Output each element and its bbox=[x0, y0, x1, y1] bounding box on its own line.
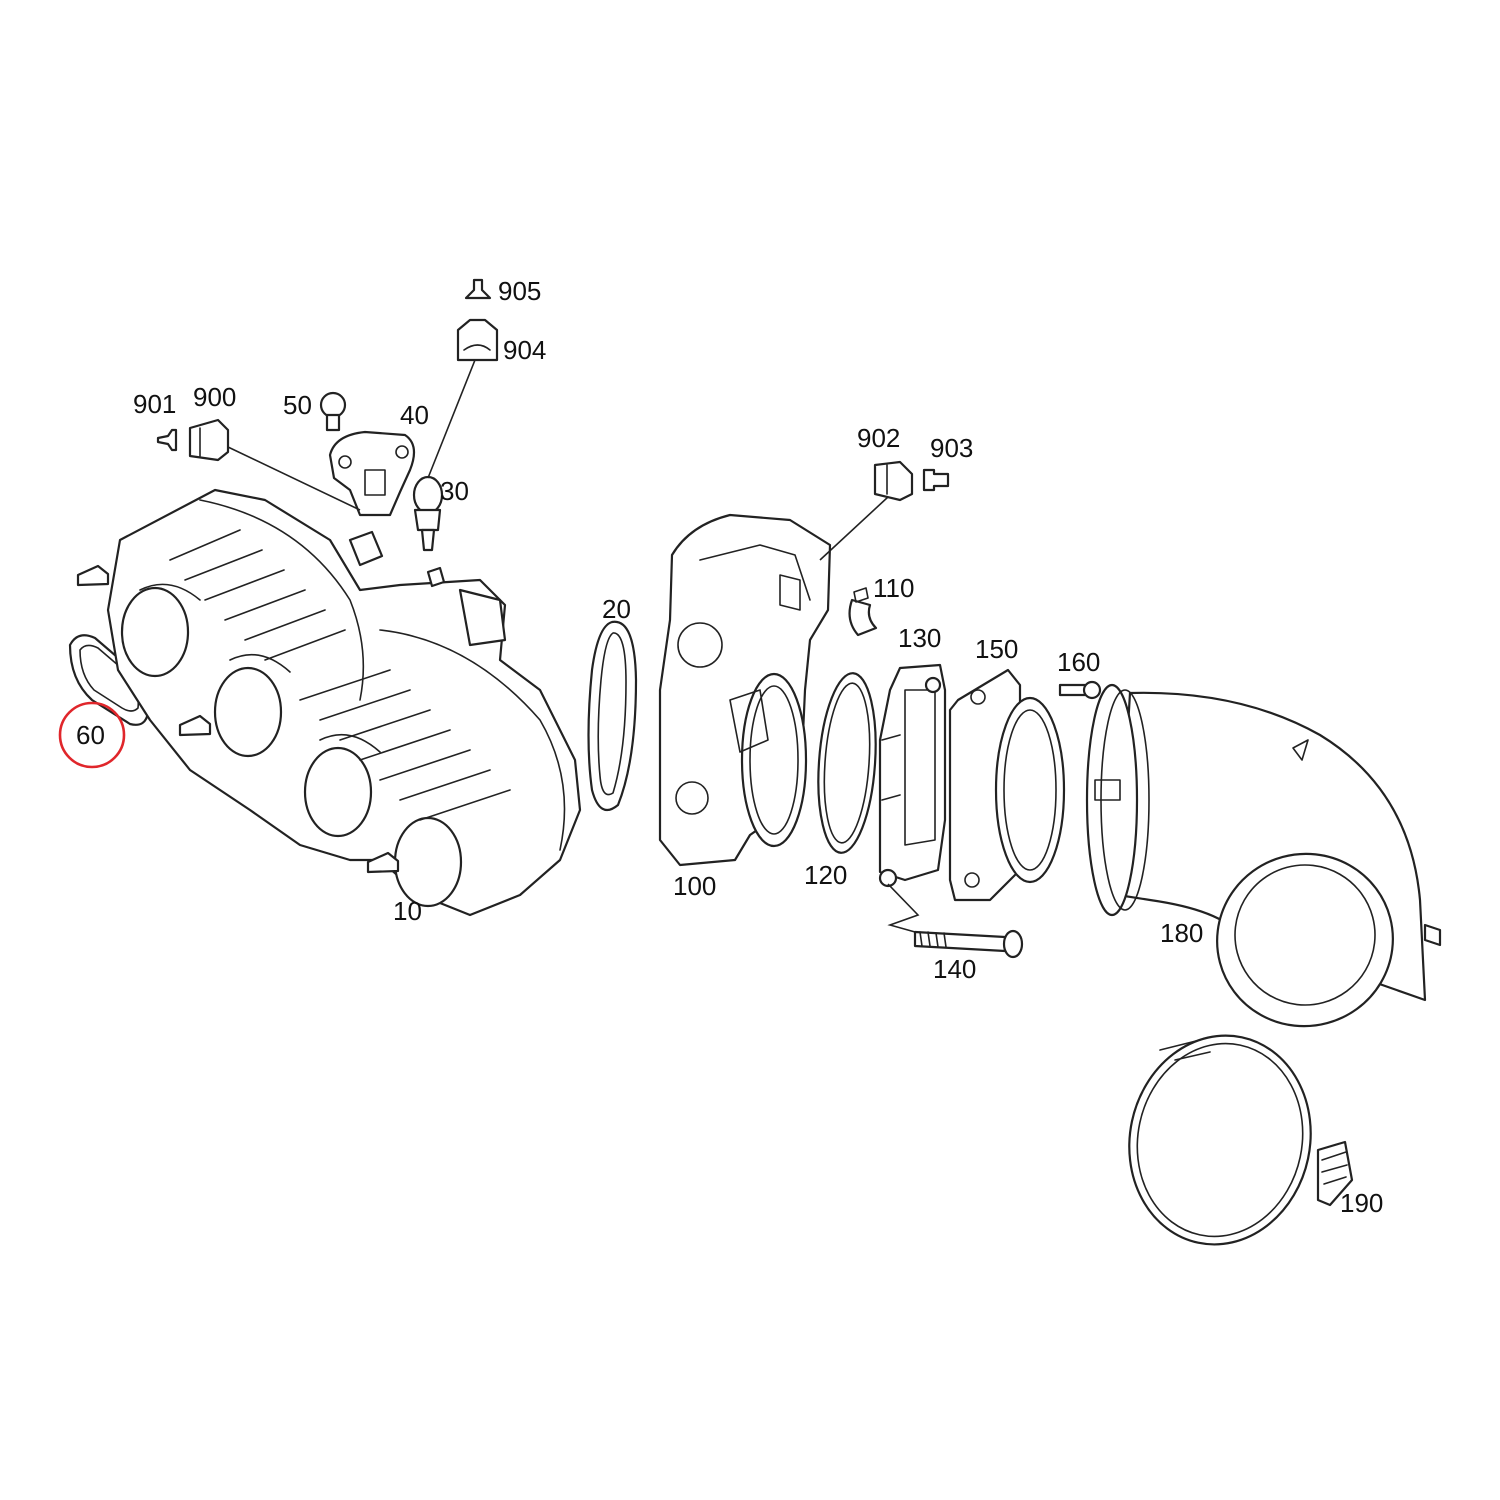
part-10-intake-manifold[interactable] bbox=[76, 488, 582, 917]
part-50-bolt[interactable] bbox=[319, 391, 347, 432]
callout-20[interactable]: 20 bbox=[602, 594, 631, 624]
part-120-o-ring[interactable] bbox=[813, 671, 881, 854]
part-40-sensor[interactable] bbox=[328, 430, 416, 517]
part-903-pin[interactable] bbox=[922, 468, 950, 492]
part-900-connector[interactable] bbox=[188, 418, 230, 462]
part-905-pin[interactable] bbox=[464, 278, 492, 300]
part-902-connector[interactable] bbox=[873, 460, 914, 502]
callout-100[interactable]: 100 bbox=[673, 871, 716, 901]
callout-180[interactable]: 180 bbox=[1160, 918, 1203, 948]
callout-160[interactable]: 160 bbox=[1057, 647, 1100, 677]
callout-150[interactable]: 150 bbox=[975, 634, 1018, 664]
callout-30[interactable]: 30 bbox=[440, 476, 469, 506]
callout-10[interactable]: 10 bbox=[393, 896, 422, 926]
callout-140[interactable]: 140 bbox=[933, 954, 976, 984]
callout-labels: 10 20 30 40 50 60 100 110 120 130 140 15… bbox=[76, 276, 1383, 1218]
callout-50[interactable]: 50 bbox=[283, 390, 312, 420]
callout-40[interactable]: 40 bbox=[400, 400, 429, 430]
callout-902[interactable]: 902 bbox=[857, 423, 900, 453]
part-904-connector[interactable] bbox=[456, 318, 499, 362]
part-140-bolt[interactable] bbox=[913, 929, 1024, 959]
callout-901[interactable]: 901 bbox=[133, 389, 176, 419]
callout-900[interactable]: 900 bbox=[193, 382, 236, 412]
callout-130[interactable]: 130 bbox=[898, 623, 941, 653]
callout-903[interactable]: 903 bbox=[930, 433, 973, 463]
part-150-adapter[interactable] bbox=[948, 668, 1066, 902]
highlight-ring-60 bbox=[58, 701, 126, 769]
callout-110[interactable]: 110 bbox=[873, 573, 914, 603]
callout-190[interactable]: 190 bbox=[1340, 1188, 1383, 1218]
part-901-pin[interactable] bbox=[156, 428, 178, 452]
callout-120[interactable]: 120 bbox=[804, 860, 847, 890]
leader-lines bbox=[227, 359, 920, 933]
part-30-sensor[interactable] bbox=[412, 475, 444, 552]
part-20-gasket[interactable] bbox=[587, 620, 638, 812]
callout-60[interactable]: 60 bbox=[76, 720, 105, 750]
part-160-bolt[interactable] bbox=[1058, 680, 1102, 700]
callout-905[interactable]: 905 bbox=[498, 276, 541, 306]
part-130-flange-plate[interactable] bbox=[878, 663, 947, 888]
part-190-hose-clamp[interactable] bbox=[1110, 1019, 1354, 1262]
part-180-elbow-hose[interactable] bbox=[1085, 683, 1442, 1046]
part-110-clip[interactable] bbox=[848, 587, 878, 637]
part-100-throttle-body[interactable] bbox=[658, 513, 832, 867]
callout-904[interactable]: 904 bbox=[503, 335, 546, 365]
